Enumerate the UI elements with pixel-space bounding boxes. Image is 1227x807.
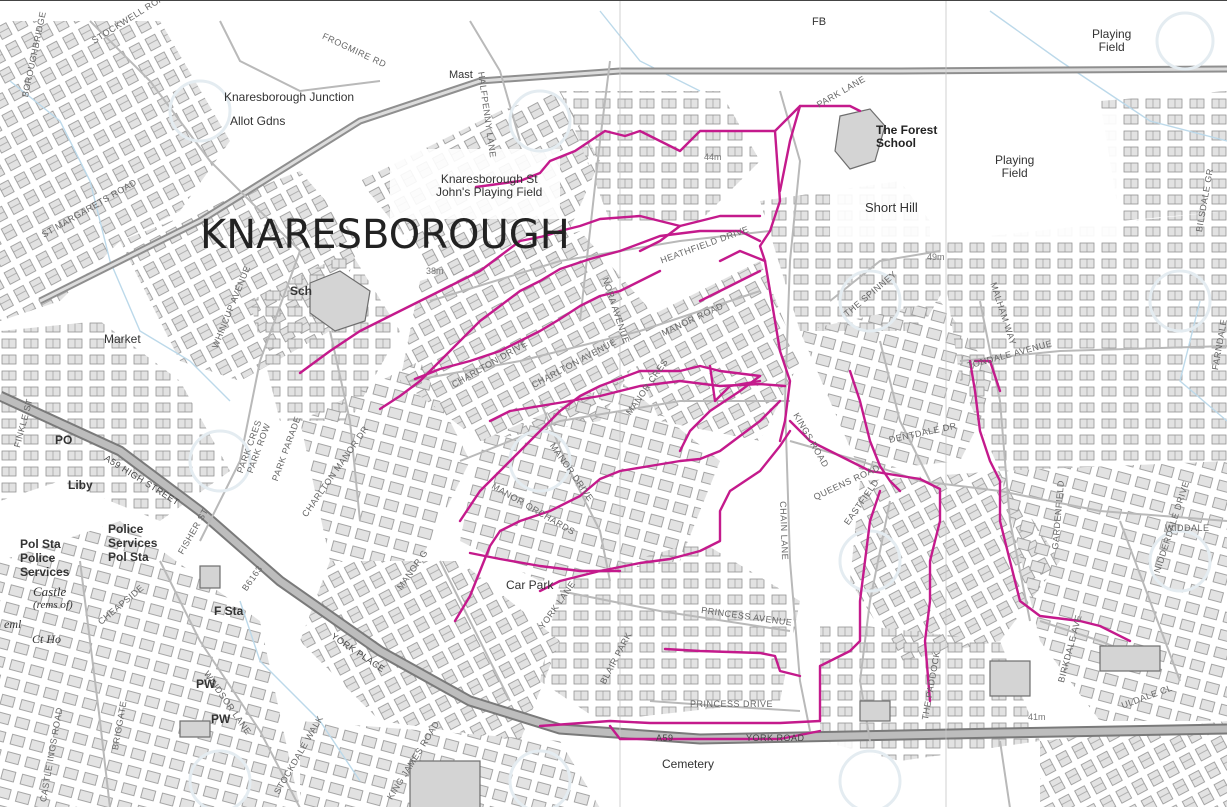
label-line: Field	[1001, 166, 1028, 181]
label-line: Playing	[995, 153, 1035, 167]
label-knaresborough-junction: Knaresborough Junction	[224, 90, 355, 104]
landmark-buildings	[179, 108, 1161, 807]
building-blocks	[0, 21, 1227, 807]
label-liby: Liby	[68, 478, 93, 492]
open-spaces	[390, 21, 1227, 807]
street-princess-drive: PRINCESS DRIVE	[690, 699, 774, 709]
label-pw-1: PW	[196, 677, 216, 691]
label-height-38: 38m	[426, 266, 444, 276]
street-chain-lane: CHAIN LANE	[778, 501, 791, 561]
main-road-a59	[0, 391, 1227, 745]
label-line: (rems of)	[33, 599, 73, 612]
label-height-44: 44m	[704, 152, 722, 162]
label-line: Field	[1098, 40, 1125, 55]
label-line: Pol Sta	[108, 549, 149, 564]
label-police-services: Police Services Pol Sta	[108, 522, 158, 564]
label-line: Police	[20, 550, 56, 565]
street-wildale: WIDDALE	[1165, 523, 1210, 533]
label-allot-gdns: Allot Gdns	[230, 114, 286, 128]
railway	[38, 65, 1227, 305]
label-playing-field-top: Playing Field	[1092, 27, 1132, 55]
street-york-road: YORK ROAD	[746, 733, 805, 743]
street-a59: A59	[656, 733, 674, 743]
label-ct-ho: Ct Ho	[32, 632, 62, 646]
label-pw-2: PW	[211, 712, 231, 726]
label-forest-school: The Forest School	[876, 123, 938, 151]
label-fb: FB	[812, 16, 827, 28]
label-line: Knaresborough St	[440, 172, 538, 186]
label-line: John's Playing Field	[436, 185, 543, 200]
label-short-hill: Short Hill	[865, 200, 918, 215]
label-line: Services	[20, 564, 70, 579]
label-castle: Castle (rems of)	[33, 584, 73, 612]
minor-roads	[79, 20, 1227, 807]
label-line: School	[876, 136, 917, 151]
label-height-49: 49m	[927, 252, 945, 262]
label-line: The Forest	[876, 123, 938, 137]
label-mast: Mast	[449, 69, 473, 81]
label-line: Police	[108, 522, 144, 536]
label-cemetery: Cemetery	[662, 757, 715, 771]
label-line: Castle	[33, 584, 67, 599]
label-car-park: Car Park	[506, 578, 554, 592]
label-pol-sta-1: Pol Sta Police Services	[20, 537, 70, 579]
label-line: Pol Sta	[20, 537, 61, 551]
label-line: Services	[108, 535, 158, 550]
label-po: PO	[55, 433, 73, 447]
label-market: Market	[104, 332, 141, 346]
watermarks	[168, 11, 1215, 807]
label-st-johns: Knaresborough St John's Playing Field	[436, 172, 543, 200]
label-playing-field-mid: Playing Field	[995, 153, 1035, 181]
route-network	[298, 104, 1132, 741]
label-height-41: 41m	[1028, 712, 1046, 722]
town-name: KNARESBOROUGH	[200, 212, 570, 258]
label-sch: Sch	[290, 284, 313, 298]
label-eml: eml	[4, 617, 22, 631]
label-f-sta: F Sta	[214, 604, 244, 618]
label-line: Playing	[1092, 27, 1132, 41]
